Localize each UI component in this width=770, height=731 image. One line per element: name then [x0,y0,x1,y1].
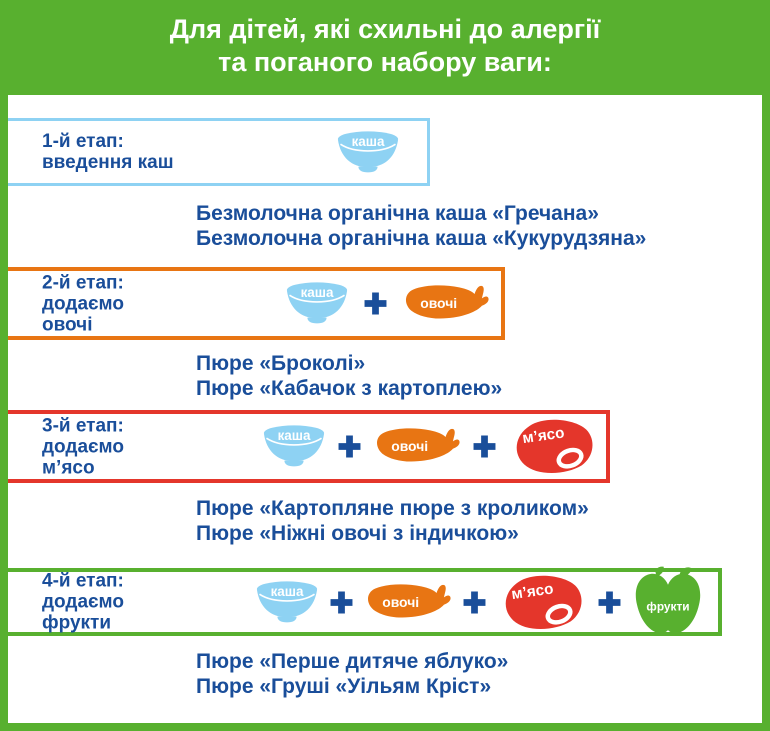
page-title-line-2: та поганого набору ваги: [218,47,552,77]
product-line: Пюре «Картопляне пюре з кроликом» [196,497,589,520]
product-line: Пюре «Броколі» [196,352,366,375]
frame-left [0,95,8,731]
ovochi-icon-label: овочі [391,438,428,454]
stage-4-icons: каша овочі м’ясо [255,566,704,634]
product-line: Пюре «Груші «Уільям Кріст» [196,675,492,698]
meat-icon: м’ясо [505,575,582,629]
plus-icon [463,591,486,613]
stage-label-line: м’ясо [42,457,95,478]
plus-icon [338,435,361,458]
plus-icon [330,591,353,613]
page-title-line-1: Для дітей, які схильні до алергії [169,14,601,44]
product-line: Пюре «Ніжні овочі з індичкою» [196,522,519,545]
ovochi-icon-label: овочі [420,295,457,311]
stage-label-line: введення каш [42,152,174,173]
stage-label-line: 4-й етап: [42,570,124,592]
myaso-icon-label: м’ясо [521,424,565,447]
plus-icon [473,435,496,458]
products-group-4: Пюре «Перше дитяче яблуко» Пюре «Груші «… [196,649,508,699]
header-banner: Для дітей, які схильні до алергії та пог… [0,0,770,95]
product-line: Безмолочна органічна каша «Кукурудзяна» [196,227,647,250]
stage-label-line: додаємо [42,591,124,613]
myaso-icon-label: м’ясо [510,580,554,603]
kasha-icon-label: каша [352,134,385,149]
fruit-apple-icon: фрукти [635,566,701,634]
vegetables-carrot-icon: овочі [406,285,489,319]
stage-label-line: фрукти [42,612,112,634]
vegetables-carrot-icon: овочі [377,428,460,462]
stage-label-line: додаємо [42,436,124,457]
product-line: Безмолочна органічна каша «Гречана» [196,202,599,225]
kasha-bowl-icon: каша [263,425,325,467]
stage-1-label: 1-й етап: введення каш [42,131,174,173]
plus-icon [364,292,387,315]
stage-label-line: 3-й етап: [42,415,124,436]
stage-label-line: 1-й етап: [42,131,124,152]
frame-bottom [0,723,770,731]
kasha-bowl-icon: каша [286,282,348,324]
stage-1-icons: каша [336,121,400,183]
stage-4-box: 4-й етап: додаємо фрукти каша овочі [8,566,722,636]
stage-3-box: 3-й етап: додаємо м’ясо каша овочі [8,410,610,483]
kasha-icon-label: каша [278,428,311,443]
product-line: Пюре «Кабачок з картоплею» [196,377,503,400]
product-line: Пюре «Перше дитяче яблуко» [196,650,509,673]
stage-3-icons: каша овочі м’ясо [262,414,598,479]
stage-2-label: 2-й етап: додаємо овочі [42,272,124,335]
stage-2-box: 2-й етап: додаємо овочі каша овочі [8,267,505,340]
products-group-3: Пюре «Картопляне пюре з кроликом» Пюре «… [196,496,589,546]
stage-4-label: 4-й етап: додаємо фрукти [42,571,124,634]
frukty-icon-label: фрукти [646,600,689,614]
ovochi-icon-label: овочі [382,593,419,609]
kasha-icon-label: каша [271,584,304,599]
kasha-bowl-icon: каша [337,130,399,172]
meat-icon: м’ясо [516,419,593,473]
vegetables-carrot-icon: овочі [368,583,451,618]
frame-right [762,95,770,731]
stage-label-line: 2-й етап: [42,272,124,293]
stage-label-line: додаємо [42,293,124,314]
products-group-2: Пюре «Броколі» Пюре «Кабачок з картоплею… [196,351,502,401]
kasha-bowl-icon: каша [256,580,318,622]
plus-icon [598,591,621,613]
kasha-icon-label: каша [301,285,334,300]
stage-2-icons: каша овочі [285,271,490,336]
stage-1-box: 1-й етап: введення каш каша [8,118,430,186]
stage-3-label: 3-й етап: додаємо м’ясо [42,415,124,478]
products-group-1: Безмолочна органічна каша «Гречана» Безм… [196,201,646,251]
stage-label-line: овочі [42,314,93,335]
